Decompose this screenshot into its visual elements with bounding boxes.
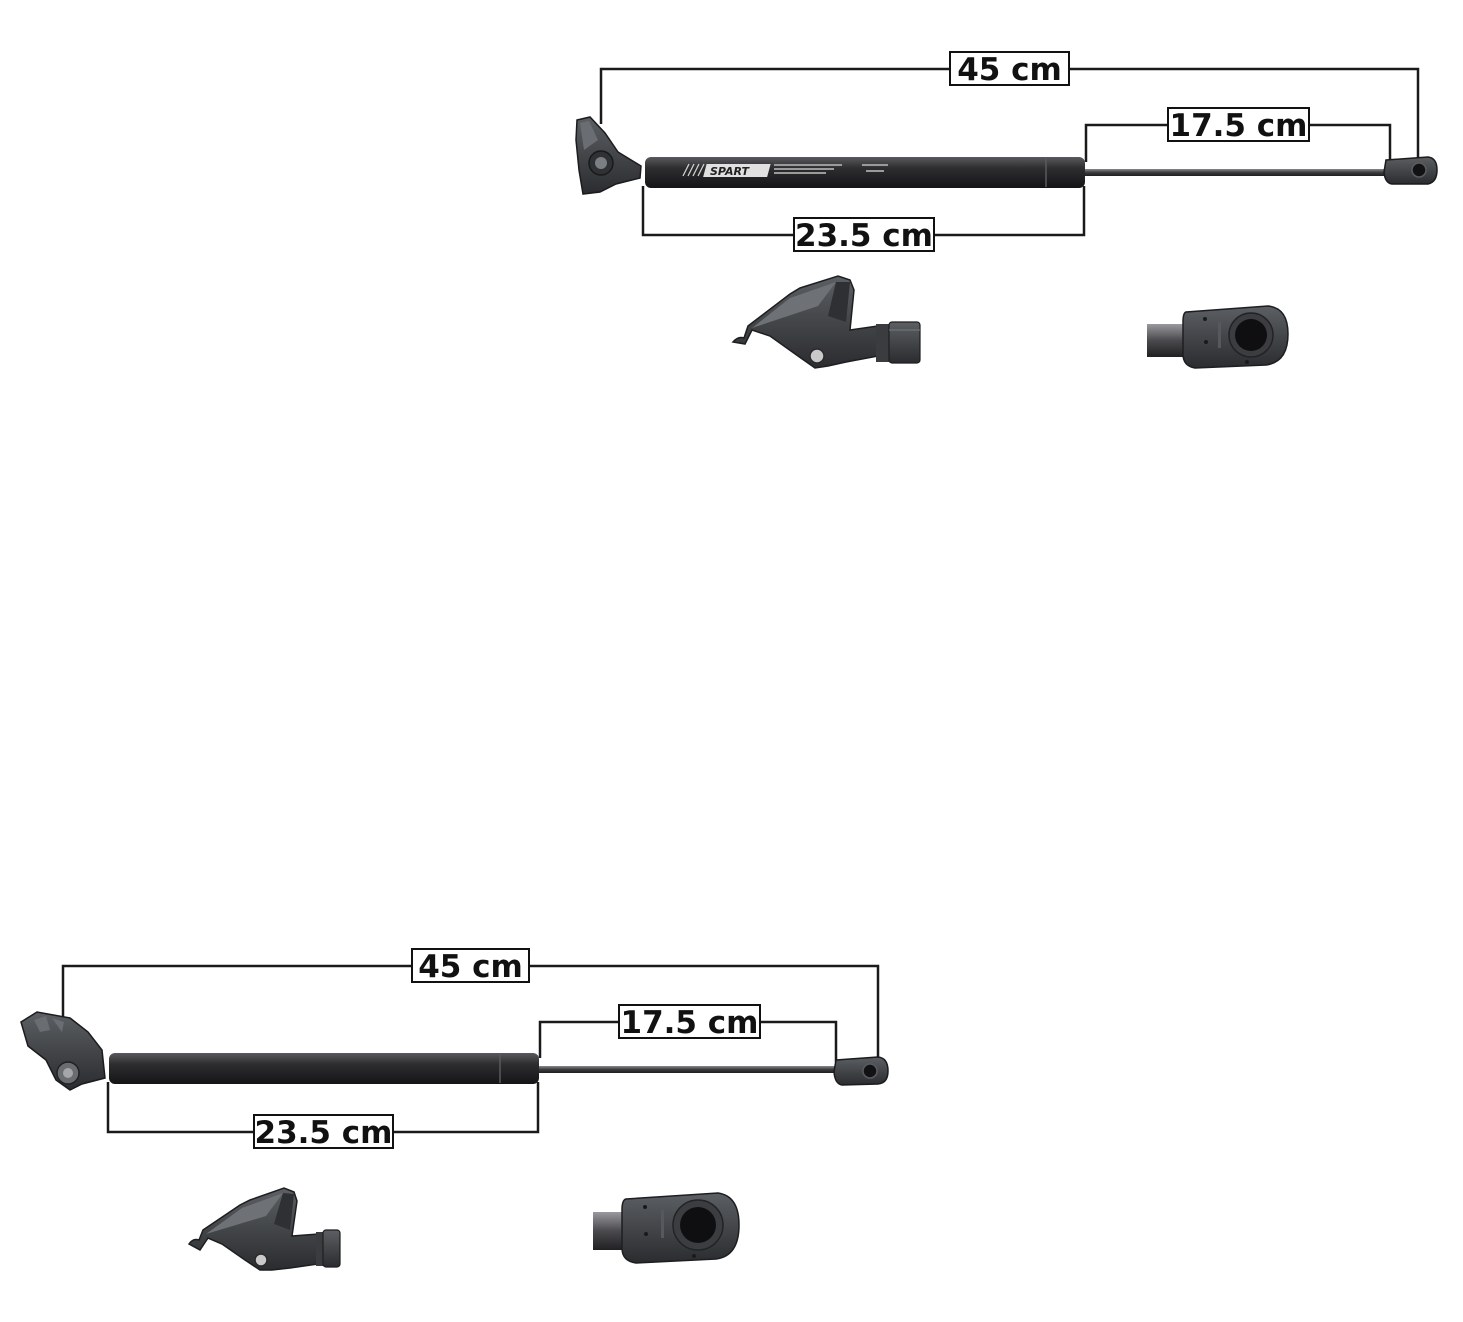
total-length-label: 45 cm [411,948,530,985]
cylinder-length-text: 23.5 cm [795,218,933,254]
eyelet-end-fitting-icon [833,1056,889,1086]
eyelet-end-fitting-icon [593,1192,740,1264]
cylinder-length-line [106,1082,254,1134]
rod-length-text: 17.5 cm [1170,108,1308,144]
rod-length-line [1084,123,1168,162]
total-length-text: 45 cm [957,52,1062,88]
cylinder-length-label: 23.5 cm [793,217,935,254]
cylinder-length-label: 23.5 cm [253,1114,394,1151]
ball-socket-bracket-icon [731,275,921,369]
ball-socket-bracket-icon [187,1187,341,1271]
cylinder-length-line [393,1082,540,1134]
total-length-label: 45 cm [949,51,1070,88]
strut-rod [539,1066,839,1073]
eyelet-end-fitting-icon [1383,156,1438,185]
strut-cylinder [109,1053,539,1084]
rod-length-line [538,1020,619,1058]
strut-diagram-bottom: 45 cm 17.5 cm 23.5 cm [20,948,889,1271]
brand-print: SPART [682,163,888,178]
cylinder-length-line [641,186,794,237]
strut-rod [1085,169,1390,176]
total-length-line [599,67,950,124]
rod-length-label: 17.5 cm [618,1004,761,1041]
total-length-line [529,964,880,1060]
ball-socket-bracket-icon [20,1011,106,1091]
cylinder-length-line [934,186,1086,237]
gas-strut [20,1011,889,1091]
strut-diagram-top: 45 cm 17.5 cm 23.5 cm [575,51,1438,369]
rod-length-line [760,1020,838,1062]
total-length-text: 45 cm [418,949,523,985]
dimension-lines [61,964,880,1134]
rod-length-line [1309,123,1392,160]
total-length-line [61,964,412,1062]
ball-socket-bracket-icon [575,116,642,195]
eyelet-end-fitting-icon [1147,305,1289,369]
cylinder-length-text: 23.5 cm [255,1115,393,1151]
rod-length-label: 17.5 cm [1167,107,1310,144]
brand-text: SPART [710,165,750,178]
gas-strut: SPART [575,116,1438,195]
dimension-lines [599,67,1420,237]
total-length-line [1069,67,1420,160]
rod-length-text: 17.5 cm [621,1005,759,1041]
